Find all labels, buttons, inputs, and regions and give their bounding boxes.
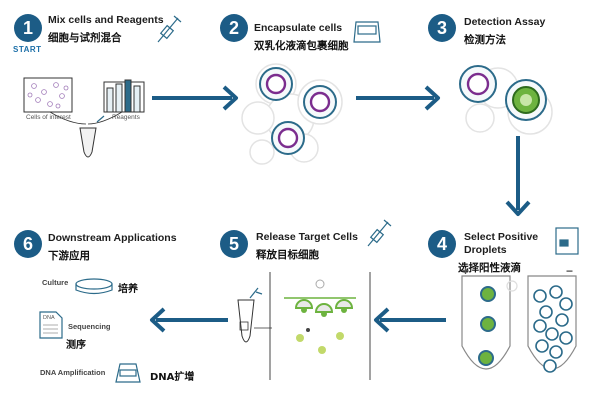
culture-label: Culture xyxy=(42,278,69,287)
step-5-badge: 5 xyxy=(220,230,248,258)
cells-of-interest-box xyxy=(23,77,73,113)
sorter-icon xyxy=(555,227,579,255)
step-6-title-cn: 下游应用 xyxy=(48,250,90,262)
positive-sign: + xyxy=(462,264,470,278)
step-4-badge: 4 xyxy=(428,230,456,258)
reagents-label: Reagents xyxy=(112,114,140,121)
pipette-icon xyxy=(157,15,182,43)
stray-droplet xyxy=(506,280,518,292)
step-4-title-cn: 选择阳性液滴 xyxy=(458,262,521,274)
mixing-tube xyxy=(49,111,123,158)
cells-of-interest-label: Cells of interest xyxy=(26,114,71,121)
sequencing-document-icon xyxy=(39,311,63,339)
arrow-step5-to-step6 xyxy=(150,307,228,333)
arrow-step3-to-step4 xyxy=(505,136,531,216)
culture-dish-icon xyxy=(75,278,113,295)
cartridge-icon xyxy=(353,21,381,43)
release-pipette-icon xyxy=(367,219,392,247)
step-6-title: Downstream Applications xyxy=(48,232,177,244)
step-4-title: Select Positive xyxy=(464,231,539,243)
arrow-step2-to-step3 xyxy=(356,85,440,111)
arrow-step4-to-step5 xyxy=(374,307,446,333)
collection-tube xyxy=(237,287,272,343)
step-1-title-cn: 细胞与试剂混合 xyxy=(48,32,122,44)
release-chamber xyxy=(269,272,371,380)
step-4-title-line2: Droplets xyxy=(464,244,507,256)
sequencing-label-cn: 测序 xyxy=(66,340,86,351)
step-2-title: Encapsulate cells xyxy=(254,22,343,34)
step-3-badge: 3 xyxy=(428,14,456,42)
step-5-title: Release Target Cells xyxy=(256,231,358,243)
start-label: START xyxy=(13,45,42,54)
culture-label-cn: 培养 xyxy=(118,284,138,295)
arrow-step1-to-step2 xyxy=(152,85,238,111)
step-2-title-cn: 双乳化液滴包裹细胞 xyxy=(254,40,349,52)
positive-tube xyxy=(461,275,511,370)
detection-droplets xyxy=(459,65,553,135)
step-6-badge: 6 xyxy=(14,230,42,258)
encapsulated-droplets xyxy=(241,63,343,165)
step-3-title-cn: 检测方法 xyxy=(464,34,506,46)
negative-sign: − xyxy=(566,264,574,278)
step-3-title: Detection Assay xyxy=(464,16,546,28)
dna-amplification-label: DNA Amplification xyxy=(40,368,106,377)
thermocycler-icon xyxy=(115,363,141,383)
doc-icon-text: DNA xyxy=(43,315,55,321)
step-5-title-cn: 释放目标细胞 xyxy=(256,249,319,261)
step-2-badge: 2 xyxy=(220,14,248,42)
dna-amplification-label-cn: DNA扩增 xyxy=(150,372,195,383)
sequencing-label: Sequencing xyxy=(68,322,111,331)
step-1-badge: 1 xyxy=(14,14,42,42)
reagents-rack xyxy=(103,79,145,113)
step-1-title: Mix cells and Reagents xyxy=(48,14,164,26)
negative-tube xyxy=(527,275,577,373)
